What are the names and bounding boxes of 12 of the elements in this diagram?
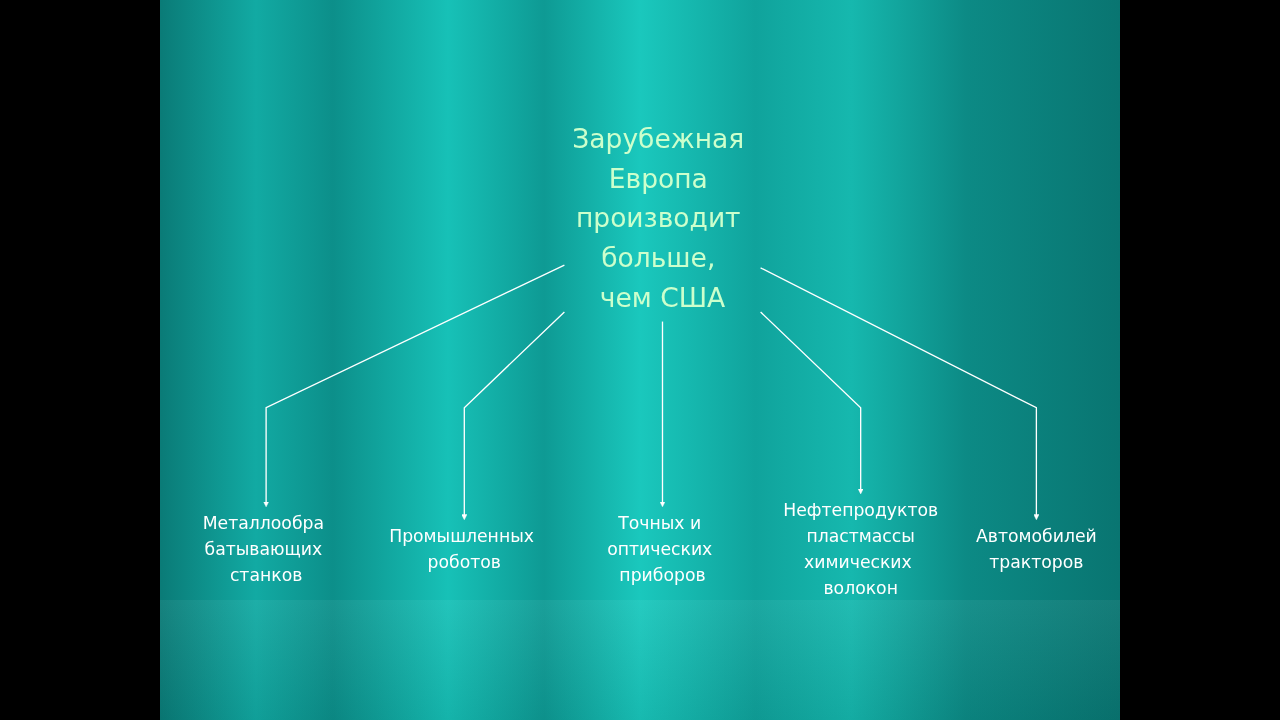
slide-background: Зарубежная Европа производит больше, чем США Металлообра батывающих станков Промышленных роботов Точных и оптических приборов Нефтепродуктов пластмассы химических волокон Автомобилей тракторов xyxy=(160,0,1120,720)
node-text: Автомобилей тракторов xyxy=(976,526,1097,573)
node-text: Зарубежная Европа производит больше, чем США xyxy=(572,123,745,313)
node-text: Металлообра батывающих станков xyxy=(202,513,325,586)
node-text: Нефтепродуктов пластмассы химических волокон xyxy=(783,500,939,598)
arrow xyxy=(461,311,566,520)
arrow xyxy=(759,311,864,495)
node-text: Точных и оптических приборов xyxy=(607,513,713,586)
arrow xyxy=(759,267,1040,520)
arrow xyxy=(263,264,566,508)
node-text: Промышленных роботов xyxy=(389,526,534,573)
arrow xyxy=(659,320,666,508)
